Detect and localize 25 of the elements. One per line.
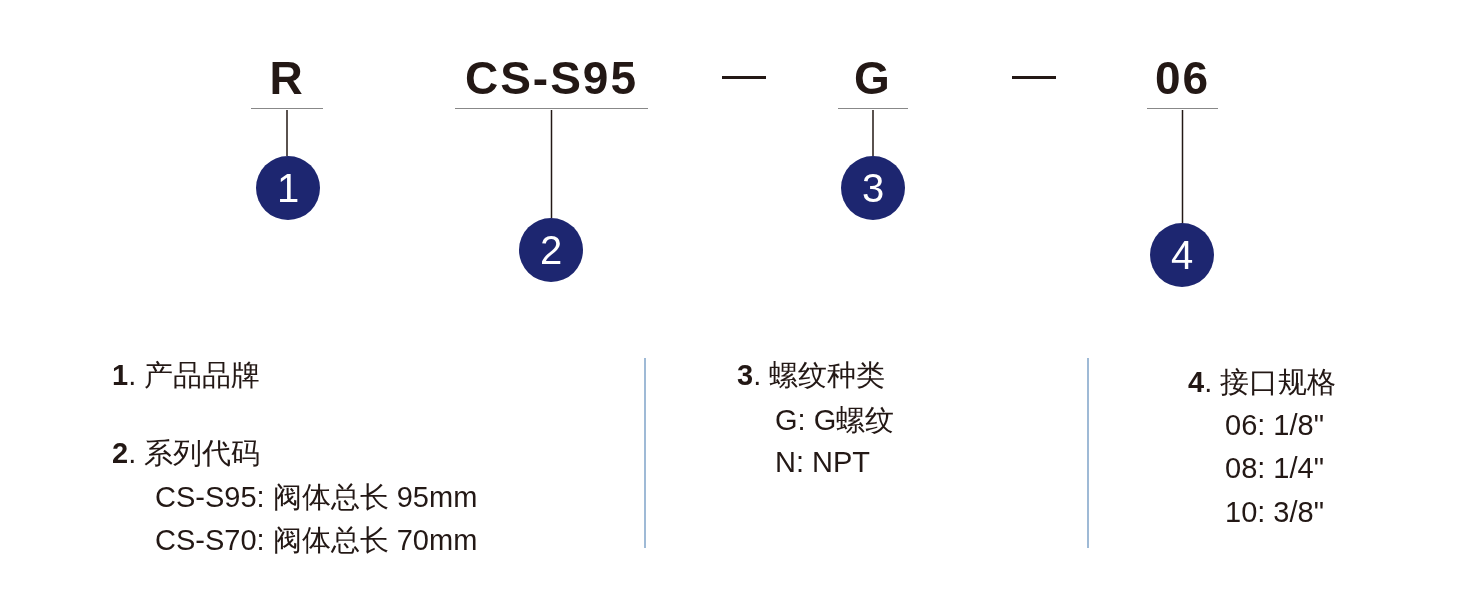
- legend-text: 08: 1/4": [1225, 451, 1324, 485]
- separator-dash: —: [722, 48, 766, 100]
- legend-text: N: NPT: [775, 445, 871, 479]
- callout-number: 4: [1150, 223, 1214, 287]
- leader-line: [1181, 109, 1184, 224]
- leader-line: [872, 109, 874, 157]
- code-segment: 06: [1147, 52, 1218, 109]
- legend-text: 10: 3/8": [1225, 495, 1324, 529]
- separator-dash: —: [1012, 48, 1056, 100]
- leader-line: [286, 109, 288, 157]
- legend-text: 4. 接口规格: [1188, 365, 1337, 399]
- legend-text: 06: 1/8": [1225, 408, 1324, 442]
- code-segment: R: [251, 52, 323, 109]
- legend-text: 2. 系列代码: [112, 436, 261, 470]
- code-segment: G: [838, 52, 908, 109]
- leader-line: [550, 109, 553, 219]
- callout-number: 1: [256, 156, 320, 220]
- legend-text: G: G螺纹: [775, 403, 895, 437]
- callout-number: 2: [519, 218, 583, 282]
- legend-text: 1. 产品品牌: [112, 358, 261, 392]
- legend-text: CS-S95: 阀体总长 95mm: [155, 480, 478, 514]
- legend-text: 3. 螺纹种类: [737, 358, 886, 392]
- callout-number: 3: [841, 156, 905, 220]
- legend-text: CS-S70: 阀体总长 70mm: [155, 523, 478, 557]
- code-segment: CS-S95: [455, 52, 648, 109]
